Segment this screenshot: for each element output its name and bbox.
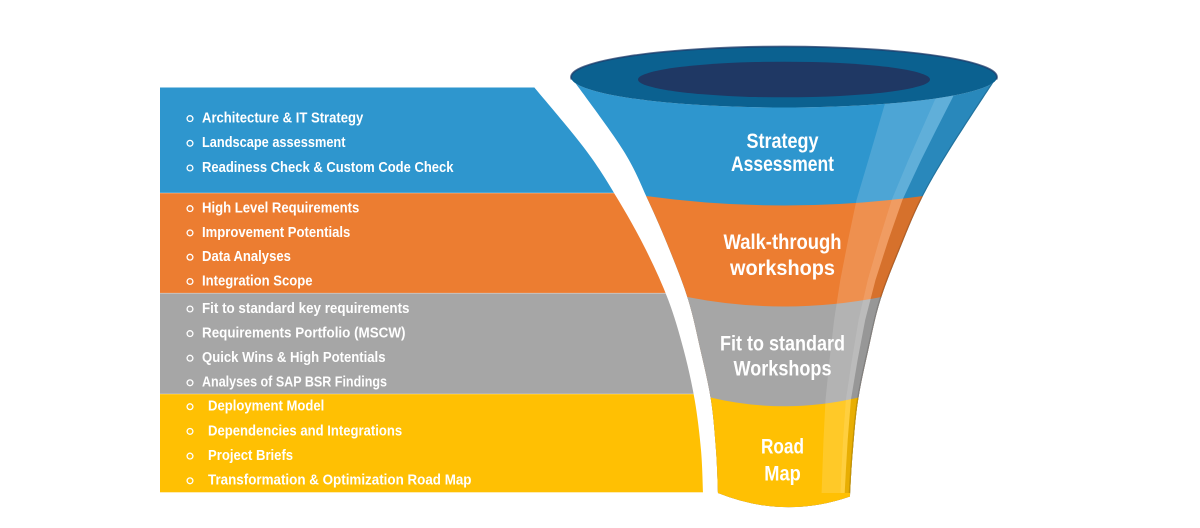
svg-text:Improvement Potentials: Improvement Potentials	[202, 225, 350, 241]
svg-text:Map: Map	[764, 463, 801, 486]
svg-text:Strategy: Strategy	[747, 130, 819, 153]
svg-text:Quick Wins & High Potentials: Quick Wins & High Potentials	[202, 350, 386, 366]
svg-text:High Level Requirements: High Level Requirements	[202, 201, 359, 217]
svg-text:Walk-through: Walk-through	[724, 231, 842, 254]
svg-text:Architecture & IT Strategy: Architecture & IT Strategy	[202, 111, 363, 127]
svg-text:Road: Road	[761, 436, 804, 459]
svg-text:Fit to standard: Fit to standard	[720, 332, 845, 355]
svg-text:Dependencies and Integrations: Dependencies and Integrations	[208, 423, 402, 439]
svg-text:Readiness Check & Custom Code: Readiness Check & Custom Code Check	[202, 160, 454, 176]
svg-text:Requirements Portfolio (MSCW): Requirements Portfolio (MSCW)	[202, 326, 406, 342]
svg-text:Landscape assessment: Landscape assessment	[202, 135, 346, 151]
svg-text:Analyses of SAP BSR Findings: Analyses of SAP BSR Findings	[202, 375, 387, 391]
svg-text:Project Briefs: Project Briefs	[208, 448, 293, 464]
svg-text:Integration Scope: Integration Scope	[202, 273, 313, 289]
svg-text:Assessment: Assessment	[731, 153, 834, 176]
svg-text:Workshops: Workshops	[734, 357, 832, 380]
svg-text:Fit to standard key requiremen: Fit to standard key requirements	[202, 301, 410, 317]
svg-text:Data Analyses: Data Analyses	[202, 249, 291, 265]
svg-text:Deployment Model: Deployment Model	[208, 399, 324, 415]
svg-text:Transformation & Optimization: Transformation & Optimization Road Map	[208, 473, 472, 489]
svg-text:workshops: workshops	[729, 257, 835, 280]
